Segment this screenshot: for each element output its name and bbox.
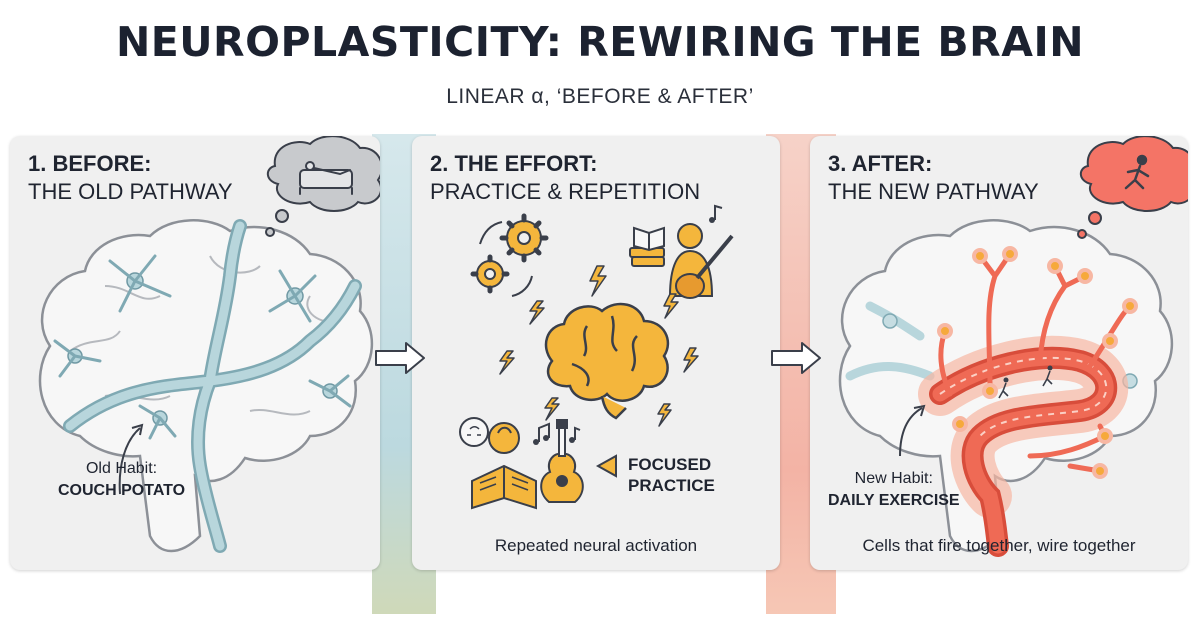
- panel-before-heading: 1. BEFORE: THE OLD PATHWAY: [28, 150, 233, 206]
- firing-node: [937, 246, 1138, 479]
- panel-effort-caption: Repeated neural activation: [494, 536, 698, 555]
- focused-label-line2: PRACTICE: [628, 476, 715, 495]
- new-pathway-illustration: [838, 136, 1188, 557]
- thought-bubble: [265, 136, 380, 237]
- new-habit-caption: New Habit:: [854, 470, 933, 487]
- panel-effort-heading: 2. THE EFFORT: PRACTICE & REPETITION: [430, 150, 700, 206]
- brain-icon: [544, 302, 670, 420]
- panel-effort-heading-light: PRACTICE & REPETITION: [430, 179, 701, 204]
- guitar-player-icon: [668, 223, 734, 299]
- right-arrow-icon: [771, 342, 821, 374]
- panel-after-heading-light: THE NEW PATHWAY: [828, 179, 1039, 204]
- panel-before: 1. BEFORE: THE OLD PATHWAY Old Habit: CO…: [10, 136, 380, 570]
- gears-icon: [470, 213, 549, 294]
- running-person-icon: [998, 365, 1053, 399]
- panel-before-heading-light: THE OLD PATHWAY: [28, 179, 233, 204]
- panel-after-caption: Cells that fire together, wire together: [862, 536, 1136, 555]
- old-habit-label: Old Habit: COUCH POTATO: [58, 458, 185, 502]
- panel-after-heading-strong: 3. AFTER:: [828, 151, 933, 176]
- book-stack-icon: [629, 226, 665, 267]
- pointer-arrow: [899, 407, 923, 457]
- running-person-icon: [1124, 154, 1150, 190]
- music-note-icon: [533, 422, 581, 445]
- thought-bubble: [1077, 136, 1188, 239]
- panel-effort: 2. THE EFFORT: PRACTICE & REPETITION FOC…: [412, 136, 780, 570]
- panel-after: 3. AFTER: THE NEW PATHWAY New Habit: DAI…: [810, 136, 1188, 570]
- page-title: NEUROPLASTICITY: REWIRING THE BRAIN: [115, 18, 1085, 66]
- panel-effort-heading-strong: 2. THE EFFORT:: [430, 151, 598, 176]
- right-arrow-icon: [375, 342, 425, 374]
- old-habit-caption: Old Habit:: [85, 460, 158, 477]
- effort-illustration: [459, 204, 734, 510]
- pointer-arrow: [118, 427, 141, 495]
- old-habit-value: COUCH POTATO: [58, 482, 186, 499]
- new-habit-value: DAILY EXERCISE: [828, 492, 960, 509]
- music-note-icon: [709, 204, 723, 223]
- lightning-icon: [499, 265, 699, 427]
- pointer-triangle-icon: [595, 454, 617, 478]
- guitar-icon: [540, 419, 584, 503]
- old-pathway-illustration: [38, 136, 380, 553]
- new-habit-label: New Habit: DAILY EXERCISE: [828, 468, 960, 512]
- reading-person-icon: [459, 417, 537, 510]
- panel-before-heading-strong: 1. BEFORE:: [28, 151, 152, 176]
- couch-lounging-icon: [299, 161, 353, 195]
- focused-practice-label: FOCUSED PRACTICE: [628, 454, 715, 496]
- panel-after-heading: 3. AFTER: THE NEW PATHWAY: [828, 150, 1039, 206]
- focused-label-line1: FOCUSED: [628, 455, 712, 474]
- page-subtitle: LINEAR α, ‘BEFORE & AFTER’: [446, 85, 754, 108]
